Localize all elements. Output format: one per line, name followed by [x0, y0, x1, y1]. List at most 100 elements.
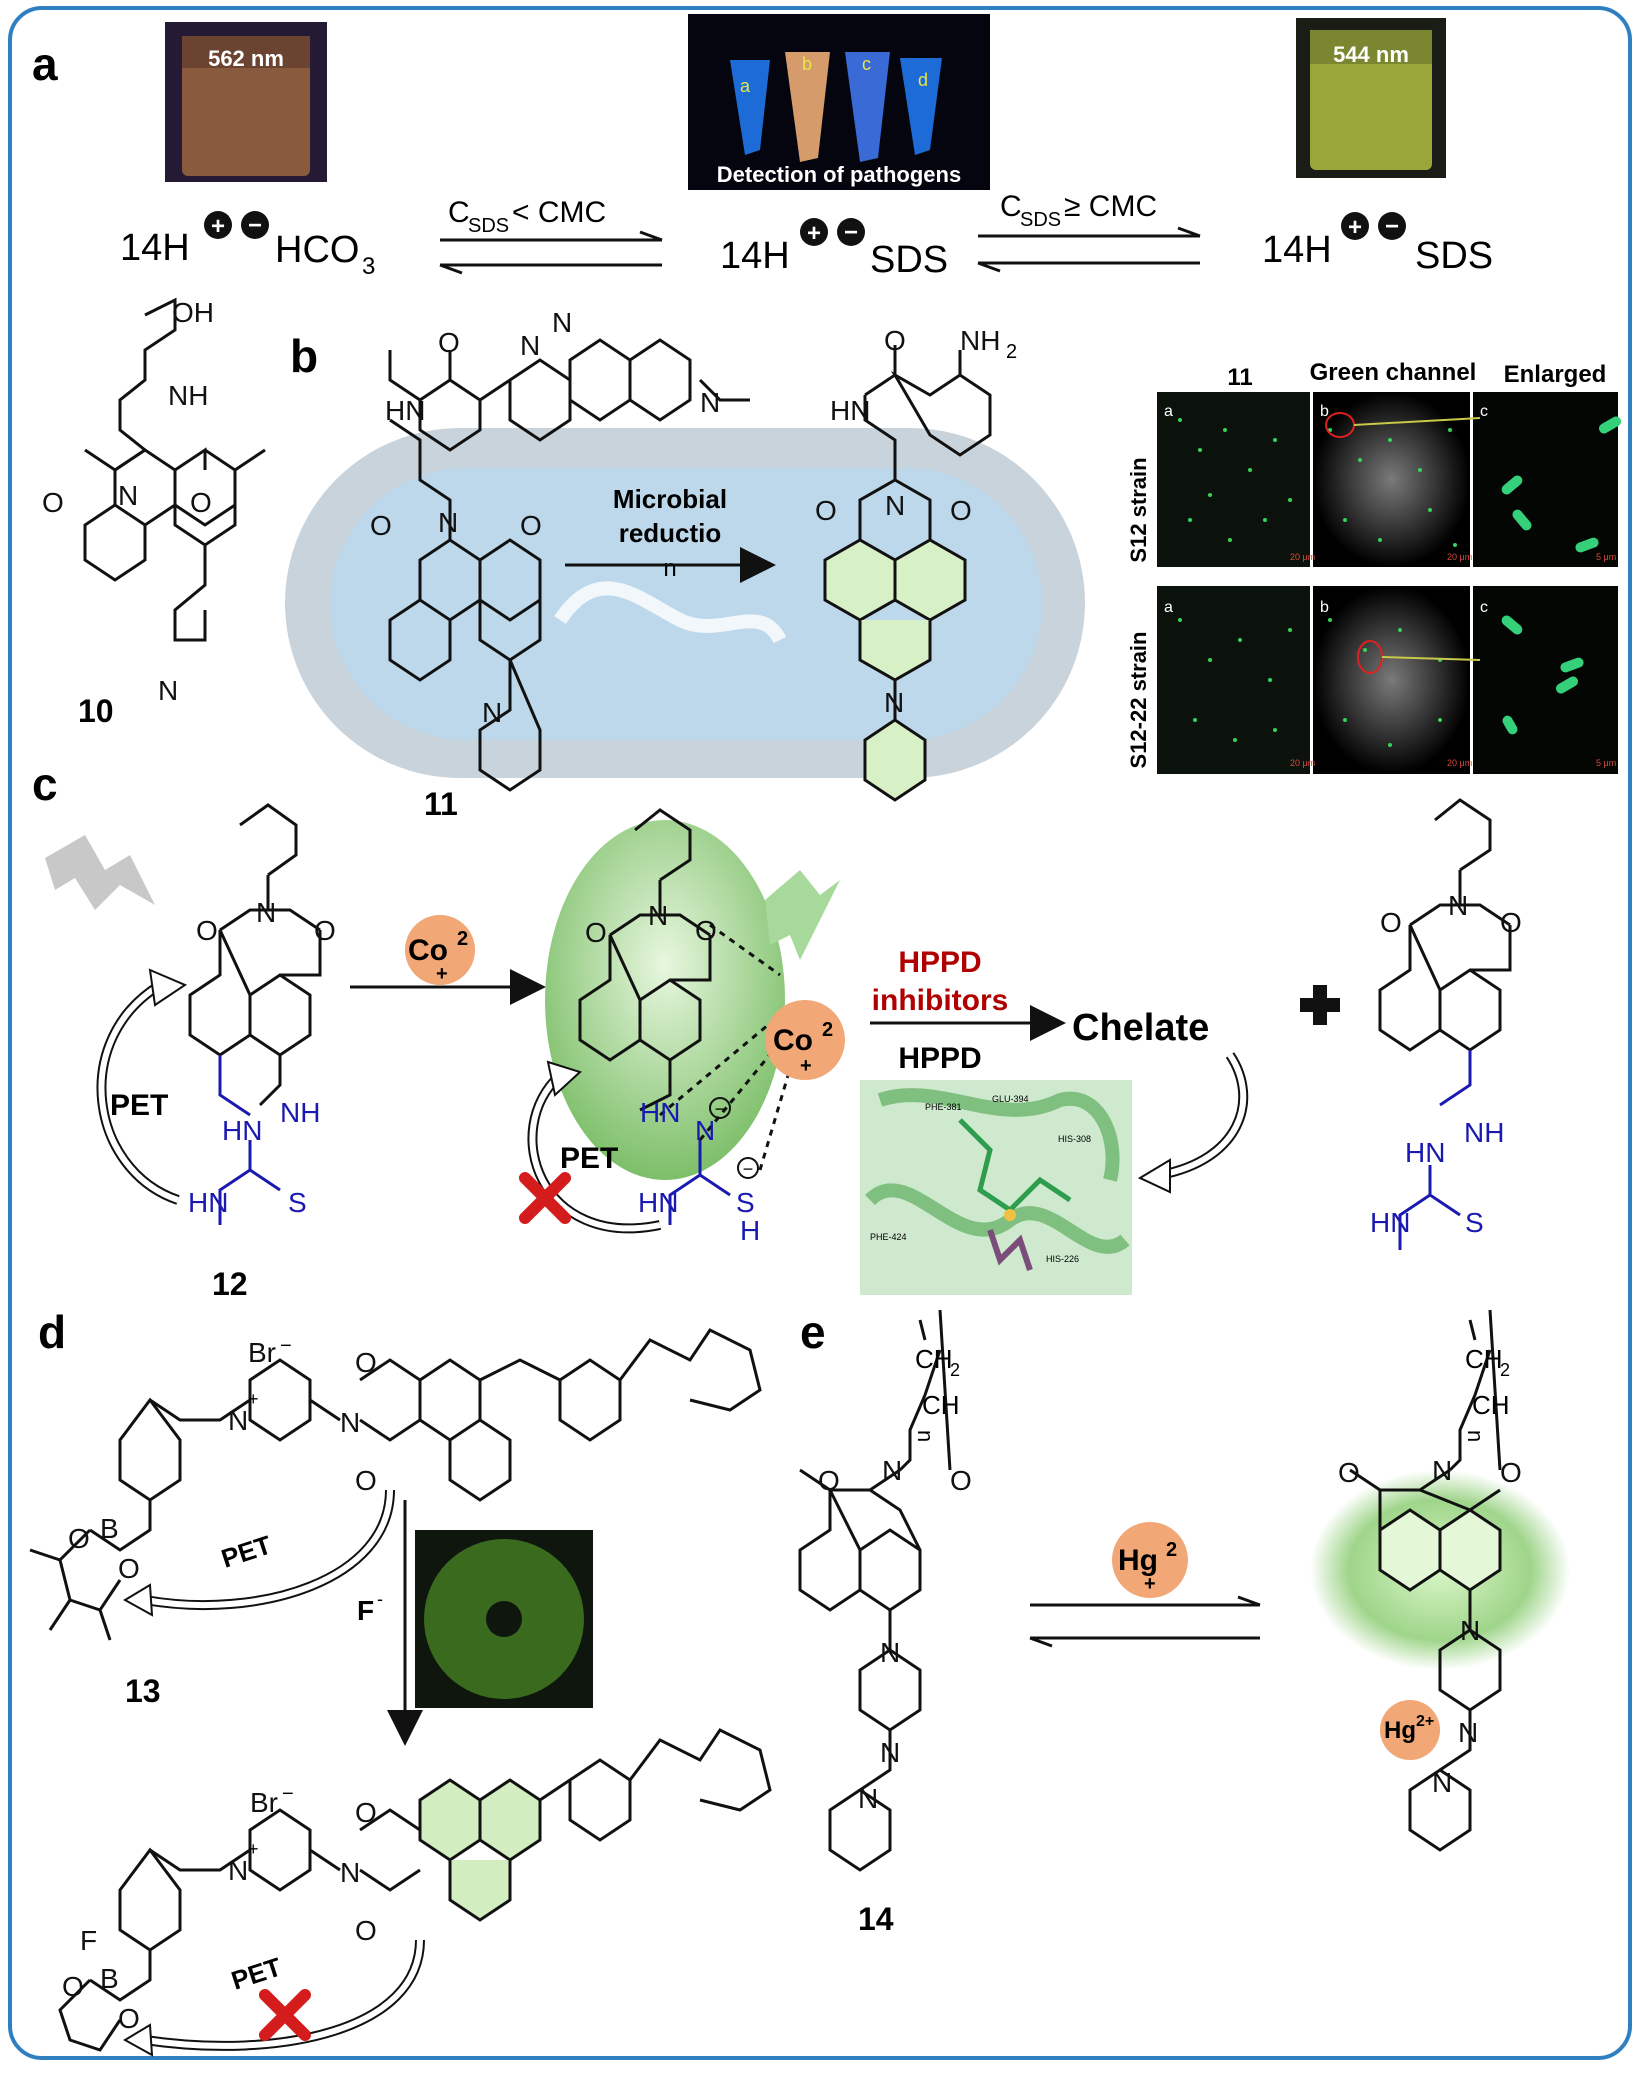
- b-prod-n-pip: N: [884, 687, 904, 718]
- fluoride-sup: -: [377, 1589, 383, 1609]
- hppd-inhibitors-2: inhibitors: [872, 984, 1009, 1017]
- compound-13-product-lines: [58, 1728, 772, 2052]
- micro-row-s12: S12 strain: [1126, 457, 1151, 562]
- e14c-ch: CH: [1472, 1390, 1510, 1420]
- micro-row-s12-22: S12-22 strain: [1126, 632, 1151, 769]
- c10-n-imide: N: [118, 480, 138, 511]
- co-ion-2-plus: +: [800, 1055, 812, 1077]
- cx-minus-1: −: [715, 1099, 726, 1119]
- species-left-anion: HCO: [275, 229, 359, 271]
- scale-c1: 5 μm: [1596, 552, 1616, 562]
- pet-label-left: PET: [110, 1089, 168, 1122]
- b11-n2: N: [552, 307, 572, 338]
- c10-o2: O: [190, 487, 212, 518]
- co-ion-1-plus: +: [436, 963, 448, 985]
- species-mid-text: 14H: [720, 235, 790, 277]
- e14-o2: O: [950, 1465, 972, 1496]
- e14c-ch2: CH: [1465, 1344, 1503, 1374]
- vial-562-label: 562 nm: [208, 46, 284, 71]
- hg-equilibrium-arrows: [1029, 1595, 1261, 1648]
- co-ion-2-text: Co: [773, 1024, 813, 1057]
- rp-o1: O: [1380, 907, 1402, 938]
- species-right-text: 14H: [1262, 229, 1332, 271]
- lightning-on-icon: [765, 870, 840, 960]
- pathogen-tubes-photo: a b c d Detection of pathogens: [688, 14, 990, 190]
- species-right: 14H + − SDS: [1262, 212, 1493, 277]
- compound-13-structure: [29, 1328, 762, 1641]
- svg-text:+: +: [807, 220, 821, 247]
- c12-o1: O: [196, 915, 218, 946]
- pet-cycle-blocked: PET: [519, 1060, 662, 1234]
- b-prod-n-imide: N: [885, 490, 905, 521]
- cx-hn1: HN: [640, 1097, 680, 1128]
- e14c-n-pyr: N: [1432, 1767, 1452, 1798]
- micro-b1: b: [1320, 403, 1329, 420]
- species-left: 14H + − HCO 3: [120, 211, 375, 280]
- rp-s: S: [1465, 1207, 1484, 1238]
- svg-text:+: +: [211, 213, 225, 240]
- b-prod-nh2: NH 2: [960, 325, 1017, 363]
- chelate-label: Chelate: [1072, 1007, 1209, 1049]
- svg-text:+: +: [1348, 214, 1362, 241]
- svg-text:−: −: [1385, 213, 1399, 240]
- arrow2-label-rest: ≥ CMC: [1064, 190, 1157, 223]
- panel-d-letter: d: [38, 1306, 66, 1358]
- pet-arrow-d-top: PET: [123, 1489, 395, 1617]
- vial-562-photo: 562 nm: [165, 22, 327, 182]
- arrow1-label-c: C: [448, 196, 470, 229]
- b11-n1: N: [520, 330, 540, 361]
- cx-s: S: [736, 1187, 755, 1218]
- e14c-o2: O: [1500, 1457, 1522, 1488]
- compound-14-complex-lines: [1349, 1309, 1502, 1852]
- arrow2-label-sub: SDS: [1020, 209, 1061, 231]
- compound-10-structure: [83, 297, 266, 642]
- rp-hn1: HN: [1405, 1137, 1445, 1168]
- cx-o1: O: [585, 917, 607, 948]
- cx-hn2: HN: [638, 1187, 678, 1218]
- b-prod-hn: HN: [830, 395, 870, 426]
- e14-n-pyr: N: [858, 1783, 878, 1814]
- anion-tubes-photo: [415, 1530, 593, 1708]
- equilibrium-arrows-2: C SDS ≥ CMC: [977, 190, 1201, 273]
- protein-label-3: HIS-226: [1046, 1254, 1079, 1264]
- compound-14-complex: [1378, 1508, 1502, 1592]
- micro-header-green: Green channel: [1310, 359, 1477, 386]
- hppd-inhibitors-1: HPPD: [898, 946, 981, 979]
- hg-ion-sup: 2: [1166, 1539, 1177, 1561]
- e14c-n-pip2: N: [1458, 1717, 1478, 1748]
- scale-b2: 20 μm: [1447, 758, 1472, 768]
- svg-text:−: −: [282, 1783, 294, 1805]
- tube-a-label: a: [740, 76, 751, 96]
- d13p-n: N: [340, 1857, 360, 1888]
- reduction-label-1: Microbial: [613, 484, 727, 514]
- svg-text:−: −: [280, 1335, 292, 1357]
- scale-b1: 20 μm: [1447, 552, 1472, 562]
- compound-13-product: [418, 1778, 542, 1922]
- species-mid-anion: SDS: [870, 239, 948, 281]
- d13-b: B: [100, 1513, 119, 1544]
- tube-c-label: c: [862, 54, 871, 74]
- co-ion-1-sup: 2: [457, 928, 468, 950]
- panel-e-letter: e: [800, 1306, 826, 1358]
- hg-bound-text: Hg: [1384, 1717, 1416, 1744]
- compound-12-label: 12: [212, 1266, 248, 1302]
- d13-o2: O: [355, 1465, 377, 1496]
- d13p-nplus: N: [228, 1855, 248, 1886]
- reduction-label-3: n: [663, 555, 676, 582]
- pet-label-d-blocked: PET: [228, 1952, 285, 1996]
- complex-glow: [545, 820, 785, 1180]
- c12-nh: NH: [280, 1097, 320, 1128]
- tube-b-label: b: [802, 54, 812, 74]
- hg-ion-text: Hg: [1118, 1544, 1158, 1577]
- b11-hn: HN: [385, 395, 425, 426]
- micro-a1: a: [1164, 403, 1173, 420]
- b11-o-a: O: [370, 510, 392, 541]
- b11-o-b: O: [520, 510, 542, 541]
- microbial-reduction-arrow: Microbial reductio n: [565, 484, 776, 583]
- e14-n-subscript: n: [913, 1430, 938, 1442]
- reduction-label-2: reductio: [619, 518, 722, 548]
- hg-bound-sup: 2+: [1416, 1713, 1434, 1730]
- compound-10-label: 10: [78, 693, 114, 729]
- micro-c2: c: [1480, 599, 1488, 616]
